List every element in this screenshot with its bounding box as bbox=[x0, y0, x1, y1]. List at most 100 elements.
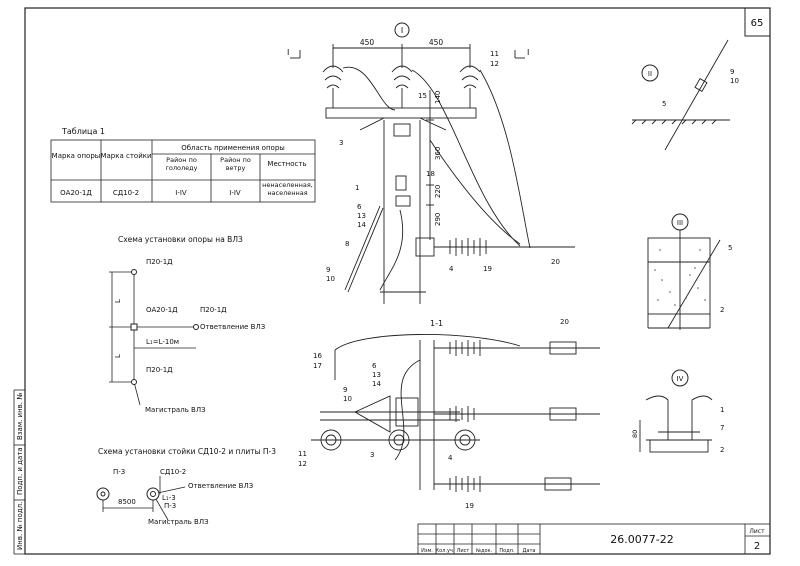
scheme1-top-support: П20-1Д bbox=[146, 258, 173, 266]
detail-IV-dim: 80 bbox=[631, 430, 639, 438]
callout-15: 15 bbox=[418, 92, 427, 100]
stamp-col-2: Кол.уч. bbox=[436, 548, 455, 554]
th-wind-region: Район по ветру bbox=[220, 156, 251, 172]
callout-18: 18 bbox=[426, 170, 435, 178]
th-support-brand: Марка опоры bbox=[52, 152, 101, 160]
title-block bbox=[417, 523, 771, 555]
scheme1-right-support: П20-1Д bbox=[200, 306, 227, 314]
main-view-label-circle bbox=[394, 22, 410, 38]
scheme2-mainline: Магистраль ВЛЗ bbox=[148, 518, 209, 526]
td-post-brand: СД10-2 bbox=[113, 189, 139, 197]
section-view bbox=[311, 334, 600, 492]
stamp-col-4: №док. bbox=[476, 548, 493, 554]
page-number: 65 bbox=[751, 18, 764, 29]
scheme2-plate-left-label: П-3 bbox=[113, 468, 125, 476]
callout-8: 8 bbox=[345, 240, 349, 248]
side-stamp-1: Взам. инв. № bbox=[16, 392, 24, 440]
main-dim-left: 450 bbox=[360, 38, 375, 47]
detail-II-callout-5: 5 bbox=[662, 100, 666, 108]
callout-13: 13 bbox=[357, 212, 366, 220]
detail-IV-callout-7: 7 bbox=[720, 424, 724, 432]
scheme1-mid-node bbox=[130, 323, 138, 331]
th-post-brand: Марка стойки bbox=[100, 152, 151, 160]
scheme1-mid-support: ОА20-1Д bbox=[146, 306, 178, 314]
sec-callout-17: 17 bbox=[313, 362, 322, 370]
sec-callout-20: 20 bbox=[560, 318, 569, 326]
callout-3: 3 bbox=[339, 139, 343, 147]
table-title: Таблица 1 bbox=[61, 127, 105, 136]
main-dim-v2: 360 bbox=[434, 147, 442, 160]
table-grid bbox=[50, 139, 316, 203]
sheet-frame bbox=[24, 7, 771, 555]
sheet-label: Лист bbox=[749, 528, 765, 535]
sec-callout-12: 12 bbox=[298, 460, 307, 468]
td-terrain: ненаселенная, населенная bbox=[262, 181, 313, 197]
detail-III-callout-2: 2 bbox=[720, 306, 724, 314]
main-dim-v4: 290 bbox=[434, 213, 442, 226]
scheme1-right-node bbox=[193, 324, 199, 330]
side-stamp-2: Подп. и дата bbox=[16, 447, 24, 495]
callout-10: 10 bbox=[326, 275, 335, 283]
td-ice-region: I-IV bbox=[175, 189, 187, 197]
detail-IV-callout-1: 1 bbox=[720, 406, 724, 414]
detail-III-label: III bbox=[677, 219, 683, 227]
sec-callout-4: 4 bbox=[448, 454, 453, 462]
stamp-col-1: Изм. bbox=[421, 548, 433, 554]
drawing-code: 26.0077-22 bbox=[610, 533, 673, 546]
detail-II-label-circle bbox=[641, 64, 659, 82]
sec-callout-14: 14 bbox=[372, 380, 381, 388]
scheme1-span-top: L bbox=[114, 299, 122, 303]
scheme2-distance: 8500 bbox=[118, 498, 136, 506]
page-number-box bbox=[744, 7, 771, 37]
detail-II bbox=[631, 39, 730, 151]
main-dim-v3: 220 bbox=[434, 185, 442, 198]
scheme2-post-label: СД10-2 bbox=[160, 468, 186, 476]
detail-IV-callout-2: 2 bbox=[720, 446, 724, 454]
section-mark-right: I bbox=[527, 48, 529, 57]
td-support-brand: ОА20-1Д bbox=[60, 189, 92, 197]
section-mark-left: I bbox=[287, 48, 289, 57]
detail-II-callout-10: 10 bbox=[730, 77, 739, 85]
scheme1-bottom-node bbox=[131, 379, 137, 385]
sec-callout-9: 9 bbox=[343, 386, 347, 394]
scheme1-top-node bbox=[131, 269, 137, 275]
scheme1-bottom-support: П20-1Д bbox=[146, 366, 173, 374]
th-terrain: Местность bbox=[267, 160, 306, 168]
sec-callout-19: 19 bbox=[465, 502, 474, 510]
sheet-number: 2 bbox=[754, 541, 760, 552]
detail-III bbox=[647, 230, 721, 330]
detail-IV-label-circle bbox=[671, 369, 689, 387]
detail-II-callout-9: 9 bbox=[730, 68, 734, 76]
sec-callout-6: 6 bbox=[372, 362, 377, 370]
stamp-col-3: Лист bbox=[457, 548, 470, 554]
detail-III-callout-5: 5 bbox=[728, 244, 732, 252]
side-stamp-3: Инв. № подл. bbox=[16, 502, 24, 550]
detail-III-soil bbox=[654, 249, 706, 306]
scheme1-mainline: Магистраль ВЛЗ bbox=[145, 406, 206, 414]
scheme1-branch: Ответвление ВЛЗ bbox=[200, 323, 266, 331]
sec-callout-11: 11 bbox=[298, 450, 307, 458]
callout-14: 14 bbox=[357, 221, 366, 229]
sec-callout-10: 10 bbox=[343, 395, 352, 403]
detail-II-label: II bbox=[648, 70, 652, 78]
callout-20: 20 bbox=[551, 258, 560, 266]
th-ice-region: Район по гололеду bbox=[165, 156, 198, 172]
scheme2-branch: Ответвление ВЛЗ bbox=[188, 482, 254, 490]
callout-12: 12 bbox=[490, 60, 499, 68]
detail-IV bbox=[639, 395, 713, 453]
scheme2-formula: L₁-3 bbox=[162, 494, 176, 502]
main-dim-v1: 140 bbox=[434, 91, 442, 104]
stamp-col-5: Подп. bbox=[499, 548, 515, 554]
scheme1-formula: L₁=L-10м bbox=[146, 338, 179, 346]
scheme1-title: Схема установки опоры на ВЛЗ bbox=[118, 235, 243, 244]
sec-callout-3: 3 bbox=[370, 451, 374, 459]
callout-9: 9 bbox=[326, 266, 330, 274]
scheme2-plate-right-label: П-3 bbox=[164, 502, 176, 510]
callout-4: 4 bbox=[449, 265, 454, 273]
detail-IV-label: IV bbox=[677, 375, 684, 383]
main-view bbox=[290, 44, 575, 304]
scheme2-title: Схема установки стойки СД10-2 и плиты П-… bbox=[98, 447, 276, 456]
callout-11: 11 bbox=[490, 50, 499, 58]
th-application: Область применения опоры bbox=[181, 144, 285, 152]
